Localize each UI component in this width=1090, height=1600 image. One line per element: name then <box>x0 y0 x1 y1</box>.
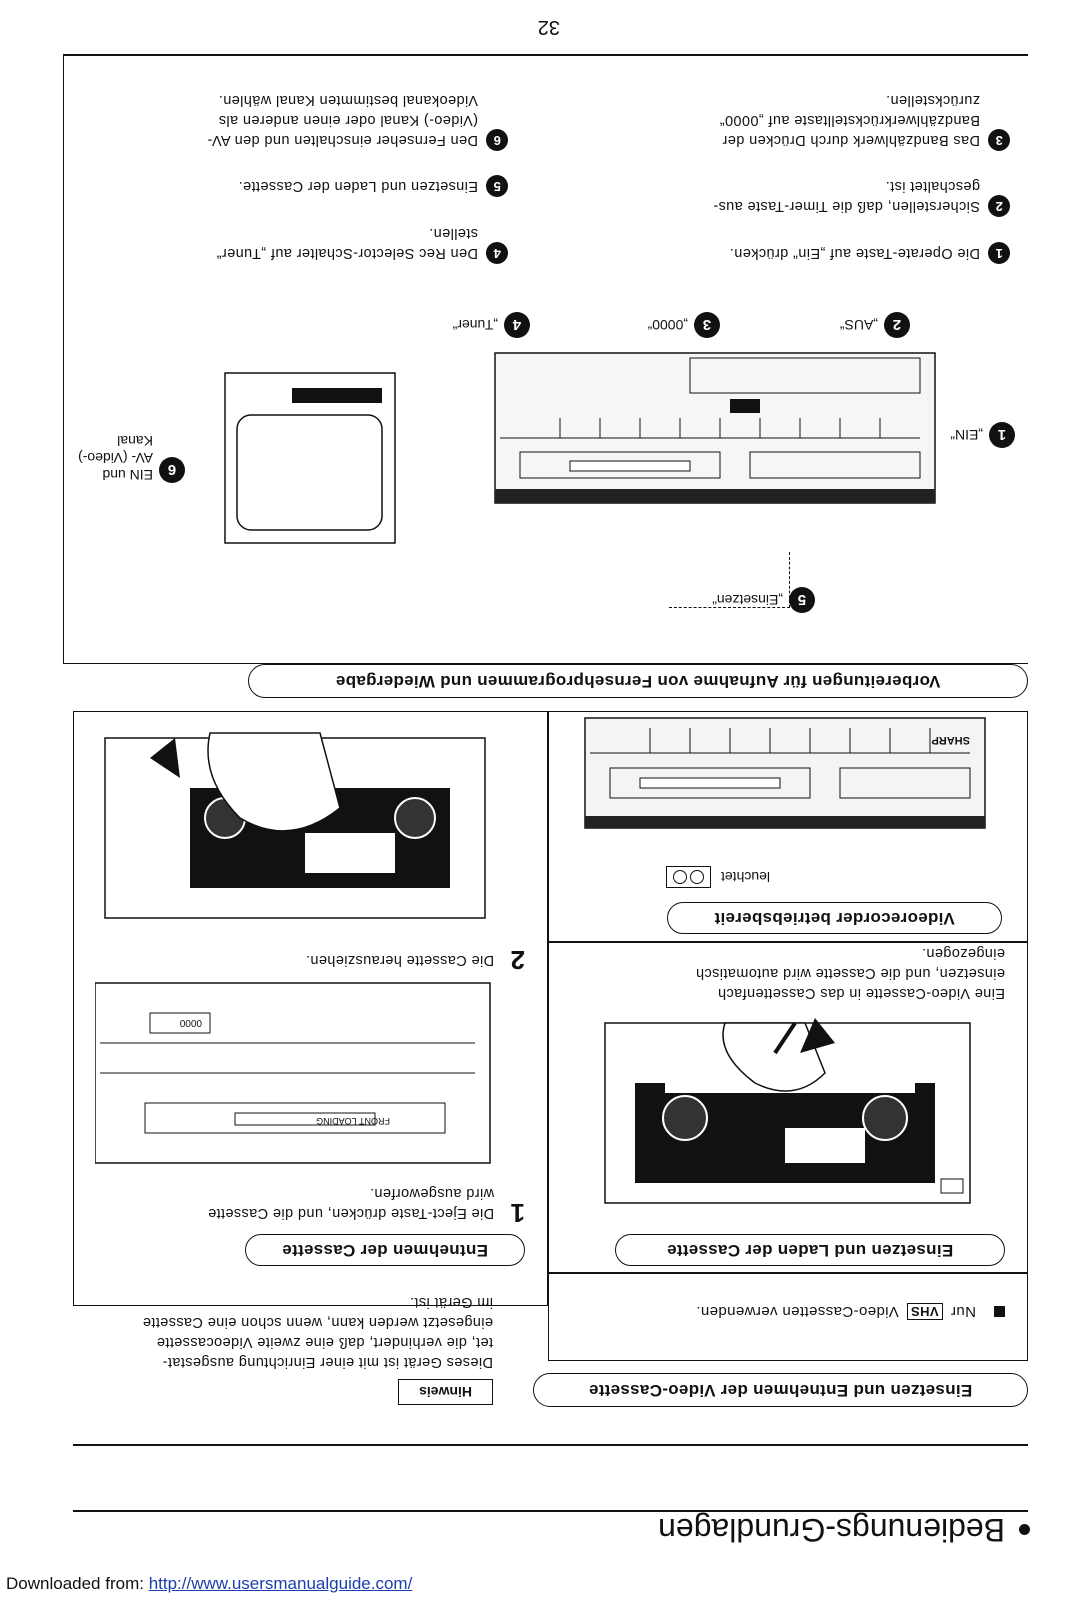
vcr-front-loading-label: FRONT LOADING <box>316 1116 390 1126</box>
illustration-eject-front <box>95 982 491 1164</box>
square-bullet-icon <box>994 1306 1005 1317</box>
callout-1-text: „EIN“ <box>950 427 983 443</box>
entnehmen-step-2: 2 Die Cassette herausziehen. <box>85 945 525 975</box>
vhs-note-suffix: Video-Cassetten verwenden. <box>695 1303 899 1320</box>
einsetzen-text: Eine Video-Cassette in das Cassettenfach… <box>695 945 1005 1001</box>
indicator-callout: leuchtet <box>665 866 770 888</box>
prep-step-5: 5 Einsetzen und Laden der Cassette. <box>78 175 508 197</box>
prep-step-5-text: Einsetzen und Laden der Cassette. <box>238 178 478 194</box>
prep-step-2-number: 2 <box>988 195 1010 217</box>
divider-einsetzen <box>548 941 1028 943</box>
pill-entnehmen: Entnehmen der Cassette <box>245 1234 525 1266</box>
prep-step-2: 2 Sicherstellen, daß die Timer-Taste aus… <box>570 176 1010 217</box>
vcr-brand: SHARP <box>931 734 970 746</box>
prep-step-1: 1 Die Operate-Taste auf „Ein“ drücken. <box>570 242 1010 264</box>
indicator-label: leuchtet <box>720 869 770 885</box>
prep-step-4-number: 4 <box>486 242 508 264</box>
callout-2-text: „AUS“ <box>839 317 878 333</box>
prep-step-3: 3 Das Bandzählwerk durch Drücken der Ban… <box>570 90 1010 151</box>
footer: Downloaded from: http://www.usersmanualg… <box>6 1574 412 1594</box>
rule-under-title <box>73 1444 1028 1446</box>
illustration-pull-cassette <box>104 732 486 919</box>
prep-step-3-text: Das Bandzählwerk durch Drücken der Bandz… <box>719 92 980 148</box>
pill-vorbereitungen: Vorbereitungen für Aufnahme von Fernsehp… <box>248 664 1028 698</box>
illustration-insert-cassette <box>604 1018 971 1204</box>
vhs-note: Nur VHS Video-Cassetten verwenden. <box>696 1303 1005 1320</box>
callout-6-text: EIN und AV- (Video-) Kanal <box>78 433 153 483</box>
footer-link[interactable]: http://www.usersmanualguide.com/ <box>148 1574 413 1593</box>
callout-5-number: 5 <box>789 587 815 613</box>
callout-4-number: 4 <box>504 312 530 338</box>
vhs-note-prefix: Nur <box>950 1303 976 1320</box>
page-number: 32 <box>537 16 560 38</box>
section-title: Bedienungs-Grundlagen <box>658 1512 1005 1548</box>
footer-prefix: Downloaded from: <box>6 1574 149 1593</box>
entnehmen-step-1: 1 Die Eject-Taste drücken, und die Casse… <box>85 1183 525 1228</box>
step-1-number: 1 <box>510 1198 525 1228</box>
callout-1-number: 1 <box>989 422 1015 448</box>
callout-3-text: „0000“ <box>647 317 688 333</box>
callout-2: 2 „AUS“ <box>840 312 910 338</box>
indicator-lamp-icon <box>665 866 711 888</box>
pill-einsetzen: Einsetzen und Laden der Cassette <box>615 1234 1005 1266</box>
prep-step-2-text: Sicherstellen, daß die Timer-Taste aus- … <box>712 178 980 214</box>
callout-1: 1 „EIN“ <box>950 422 1015 448</box>
vhs-logo: VHS <box>906 1303 943 1320</box>
callout-2-number: 2 <box>884 312 910 338</box>
callout-6-number: 6 <box>159 457 185 483</box>
prep-step-6-text: Den Fernseher einschalten und den AV- (V… <box>207 92 478 148</box>
callout-5: 5 „Einsetzen“ <box>712 587 815 613</box>
prep-step-6: 6 Den Fernseher einschalten und den AV- … <box>78 90 508 151</box>
illustration-vcr-ready <box>584 717 986 829</box>
bullet-dot-icon <box>1019 1524 1030 1535</box>
callout-5-text: „Einsetzen“ <box>712 592 783 608</box>
pill-video-cassette: Einsetzen und Entnehmen der Video-Casset… <box>533 1373 1028 1407</box>
step-1-text: Die Eject-Taste drücken, und die Cassett… <box>207 1185 495 1221</box>
illustration-vcr-setup <box>494 352 936 504</box>
prep-step-3-number: 3 <box>988 129 1010 151</box>
prep-step-1-number: 1 <box>988 242 1010 264</box>
prep-step-5-number: 5 <box>486 175 508 197</box>
vcr-counter-label: 0000 <box>179 1017 202 1028</box>
illustration-tv <box>224 372 396 544</box>
callout-3: 3 „0000“ <box>648 312 720 338</box>
prep-step-6-number: 6 <box>486 129 508 151</box>
step-2-text: Die Cassette herausziehen. <box>305 952 495 968</box>
prep-step-4-text: Den Rec Selector-Schalter auf „Tuner“ st… <box>216 225 478 261</box>
divider-vhs-note <box>548 1272 1028 1274</box>
rule-top <box>73 1510 1028 1512</box>
prep-step-1-text: Die Operate-Taste auf „Ein“ drücken. <box>729 245 980 261</box>
section-heading: Bedienungs-Grundlagen <box>658 1511 1030 1548</box>
step-2-number: 2 <box>510 945 525 975</box>
callout-4: 4 „Tuner“ <box>453 312 530 338</box>
callout-3-number: 3 <box>694 312 720 338</box>
callout-6: 6 EIN und AV- (Video-) Kanal <box>78 432 185 483</box>
callout-4-text: „Tuner“ <box>452 317 498 333</box>
hinweis-label: Hinweis <box>398 1379 493 1405</box>
pill-betriebsbereit: Videorecorder betriebsbereit <box>667 902 1002 934</box>
prep-step-4: 4 Den Rec Selector-Schalter auf „Tuner“ … <box>78 223 508 264</box>
